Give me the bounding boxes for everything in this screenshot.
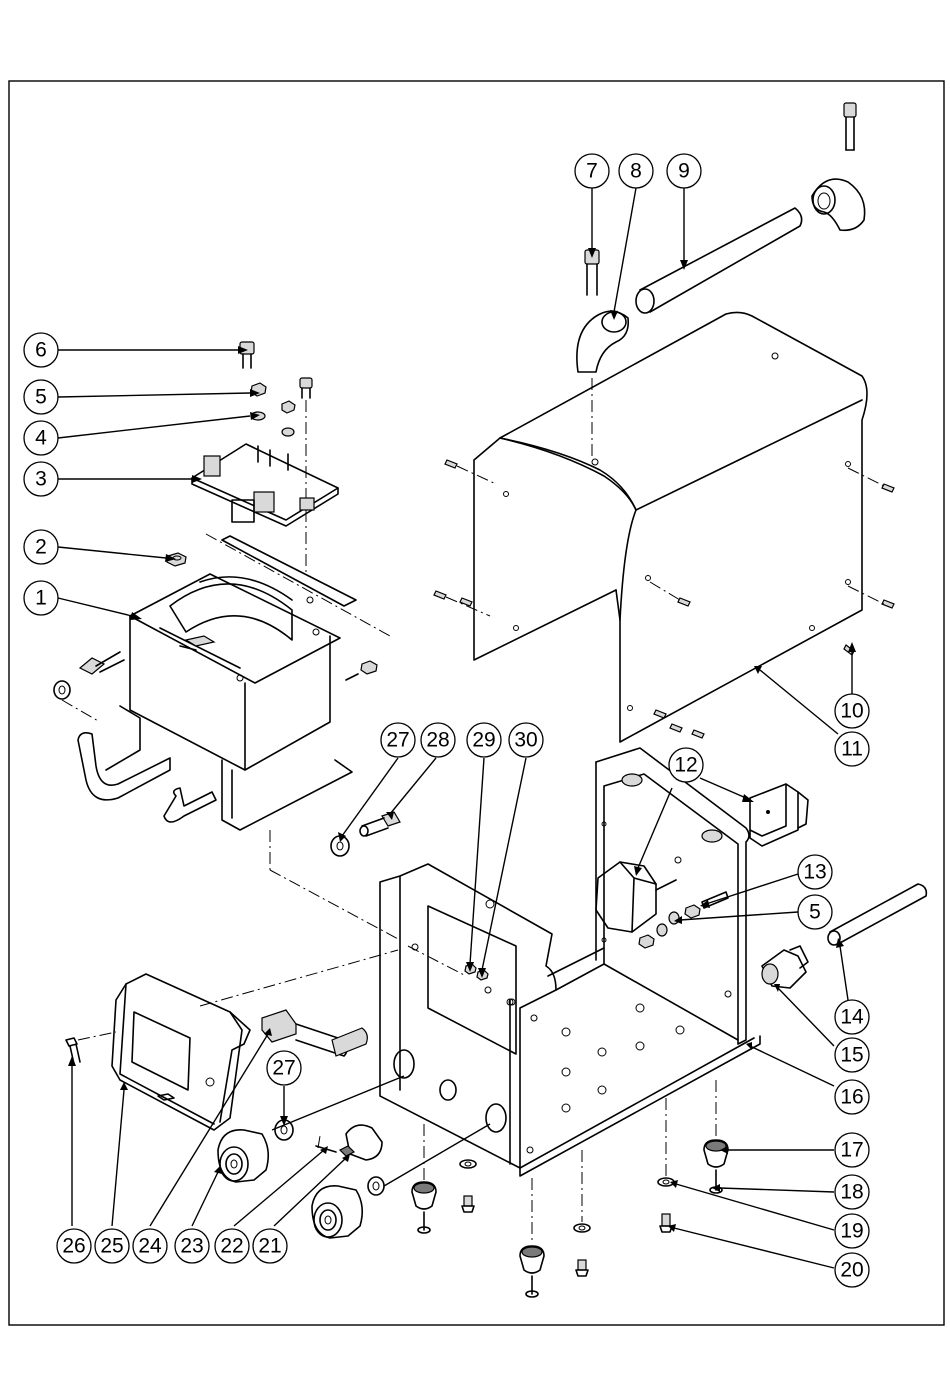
transformer-1 [106, 536, 356, 830]
callout-12: 12 [669, 748, 703, 782]
callout-27b: 27 [267, 1051, 301, 1085]
svg-text:6: 6 [35, 339, 47, 362]
svg-text:11: 11 [841, 738, 863, 761]
callout-25: 25 [95, 1229, 129, 1263]
callout-21: 21 [253, 1229, 287, 1263]
callout-5b: 5 [798, 895, 832, 929]
pipe-9 [636, 208, 802, 313]
screw-20 [660, 1214, 672, 1232]
svg-text:13: 13 [803, 861, 826, 884]
callout-16: 16 [835, 1080, 869, 1114]
svg-text:7: 7 [586, 160, 598, 183]
drawing-frame [9, 81, 944, 1325]
callout-8: 8 [619, 154, 653, 188]
pipe-elbow-8 [577, 311, 628, 372]
svg-text:22: 22 [220, 1235, 243, 1258]
svg-text:19: 19 [840, 1220, 863, 1243]
svg-text:16: 16 [840, 1086, 863, 1109]
svg-text:5: 5 [809, 901, 821, 924]
callout-23: 23 [175, 1229, 209, 1263]
callout-20: 20 [835, 1253, 869, 1287]
callout-11: 11 [835, 732, 869, 766]
svg-text:18: 18 [840, 1181, 863, 1204]
svg-text:26: 26 [62, 1235, 85, 1258]
svg-text:30: 30 [514, 729, 537, 752]
callout-18: 18 [835, 1175, 869, 1209]
cover-11 [474, 312, 867, 742]
nuts-washers [251, 378, 312, 436]
svg-text:28: 28 [426, 729, 449, 752]
svg-text:14: 14 [840, 1006, 864, 1029]
chassis-16 [380, 748, 760, 1176]
svg-text:24: 24 [138, 1235, 162, 1258]
svg-text:3: 3 [35, 468, 47, 491]
svg-text:21: 21 [258, 1235, 281, 1258]
washer-19 [658, 1098, 674, 1186]
knob-21 [312, 1177, 384, 1238]
motor-12 [596, 784, 808, 932]
callout-15: 15 [835, 1038, 869, 1072]
svg-text:27: 27 [272, 1057, 295, 1080]
svg-text:10: 10 [840, 700, 863, 723]
screw-top-right [844, 103, 856, 150]
svg-text:25: 25 [100, 1235, 123, 1258]
leader-lines [58, 188, 852, 1268]
bolt-left [54, 652, 124, 699]
callout-19: 19 [835, 1214, 869, 1248]
callout-24: 24 [133, 1229, 167, 1263]
callout-5a: 5 [24, 380, 58, 414]
nuts-29-30 [465, 964, 513, 1005]
foot-17 [704, 1080, 728, 1193]
callout-3: 3 [24, 462, 58, 496]
callout-28: 28 [421, 723, 455, 757]
screw-28 [360, 812, 400, 836]
callout-17: 17 [835, 1133, 869, 1167]
connector-24 [262, 1010, 367, 1056]
cover-screws [434, 460, 894, 738]
display-panel-25 [66, 974, 250, 1130]
svg-text:4: 4 [35, 427, 47, 450]
svg-text:2: 2 [35, 536, 47, 559]
feet-under-chassis [412, 1124, 590, 1297]
callout-26: 26 [57, 1229, 91, 1263]
brackets-bottom-left [78, 733, 216, 822]
svg-text:15: 15 [840, 1044, 863, 1067]
callout-6: 6 [24, 333, 58, 367]
knob-23 [218, 1130, 268, 1182]
pipe-elbow-top [812, 179, 865, 230]
svg-text:27: 27 [386, 729, 409, 752]
callout-30: 30 [509, 723, 543, 757]
svg-text:20: 20 [840, 1259, 863, 1282]
rod-14 [828, 884, 926, 945]
svg-text:17: 17 [840, 1139, 863, 1162]
callout-27a: 27 [381, 723, 415, 757]
svg-text:23: 23 [180, 1235, 203, 1258]
svg-text:5: 5 [35, 386, 47, 409]
svg-text:8: 8 [630, 160, 642, 183]
callout-9: 9 [667, 154, 701, 188]
callout-14: 14 [835, 1000, 869, 1034]
svg-text:29: 29 [472, 729, 495, 752]
svg-text:9: 9 [678, 160, 690, 183]
svg-text:12: 12 [674, 754, 697, 777]
circuit-board-3 [192, 444, 338, 526]
callout-4: 4 [24, 421, 58, 455]
callout-2: 2 [24, 530, 58, 564]
screw-6 [240, 342, 254, 368]
callout-10: 10 [835, 694, 869, 728]
callout-22: 22 [215, 1229, 249, 1263]
callout-29: 29 [467, 723, 501, 757]
callout-7: 7 [575, 154, 609, 188]
callout-13: 13 [798, 855, 832, 889]
svg-text:1: 1 [35, 587, 47, 610]
callout-1: 1 [24, 581, 58, 615]
cable-gland-15 [762, 946, 808, 988]
nut-right [346, 661, 377, 680]
